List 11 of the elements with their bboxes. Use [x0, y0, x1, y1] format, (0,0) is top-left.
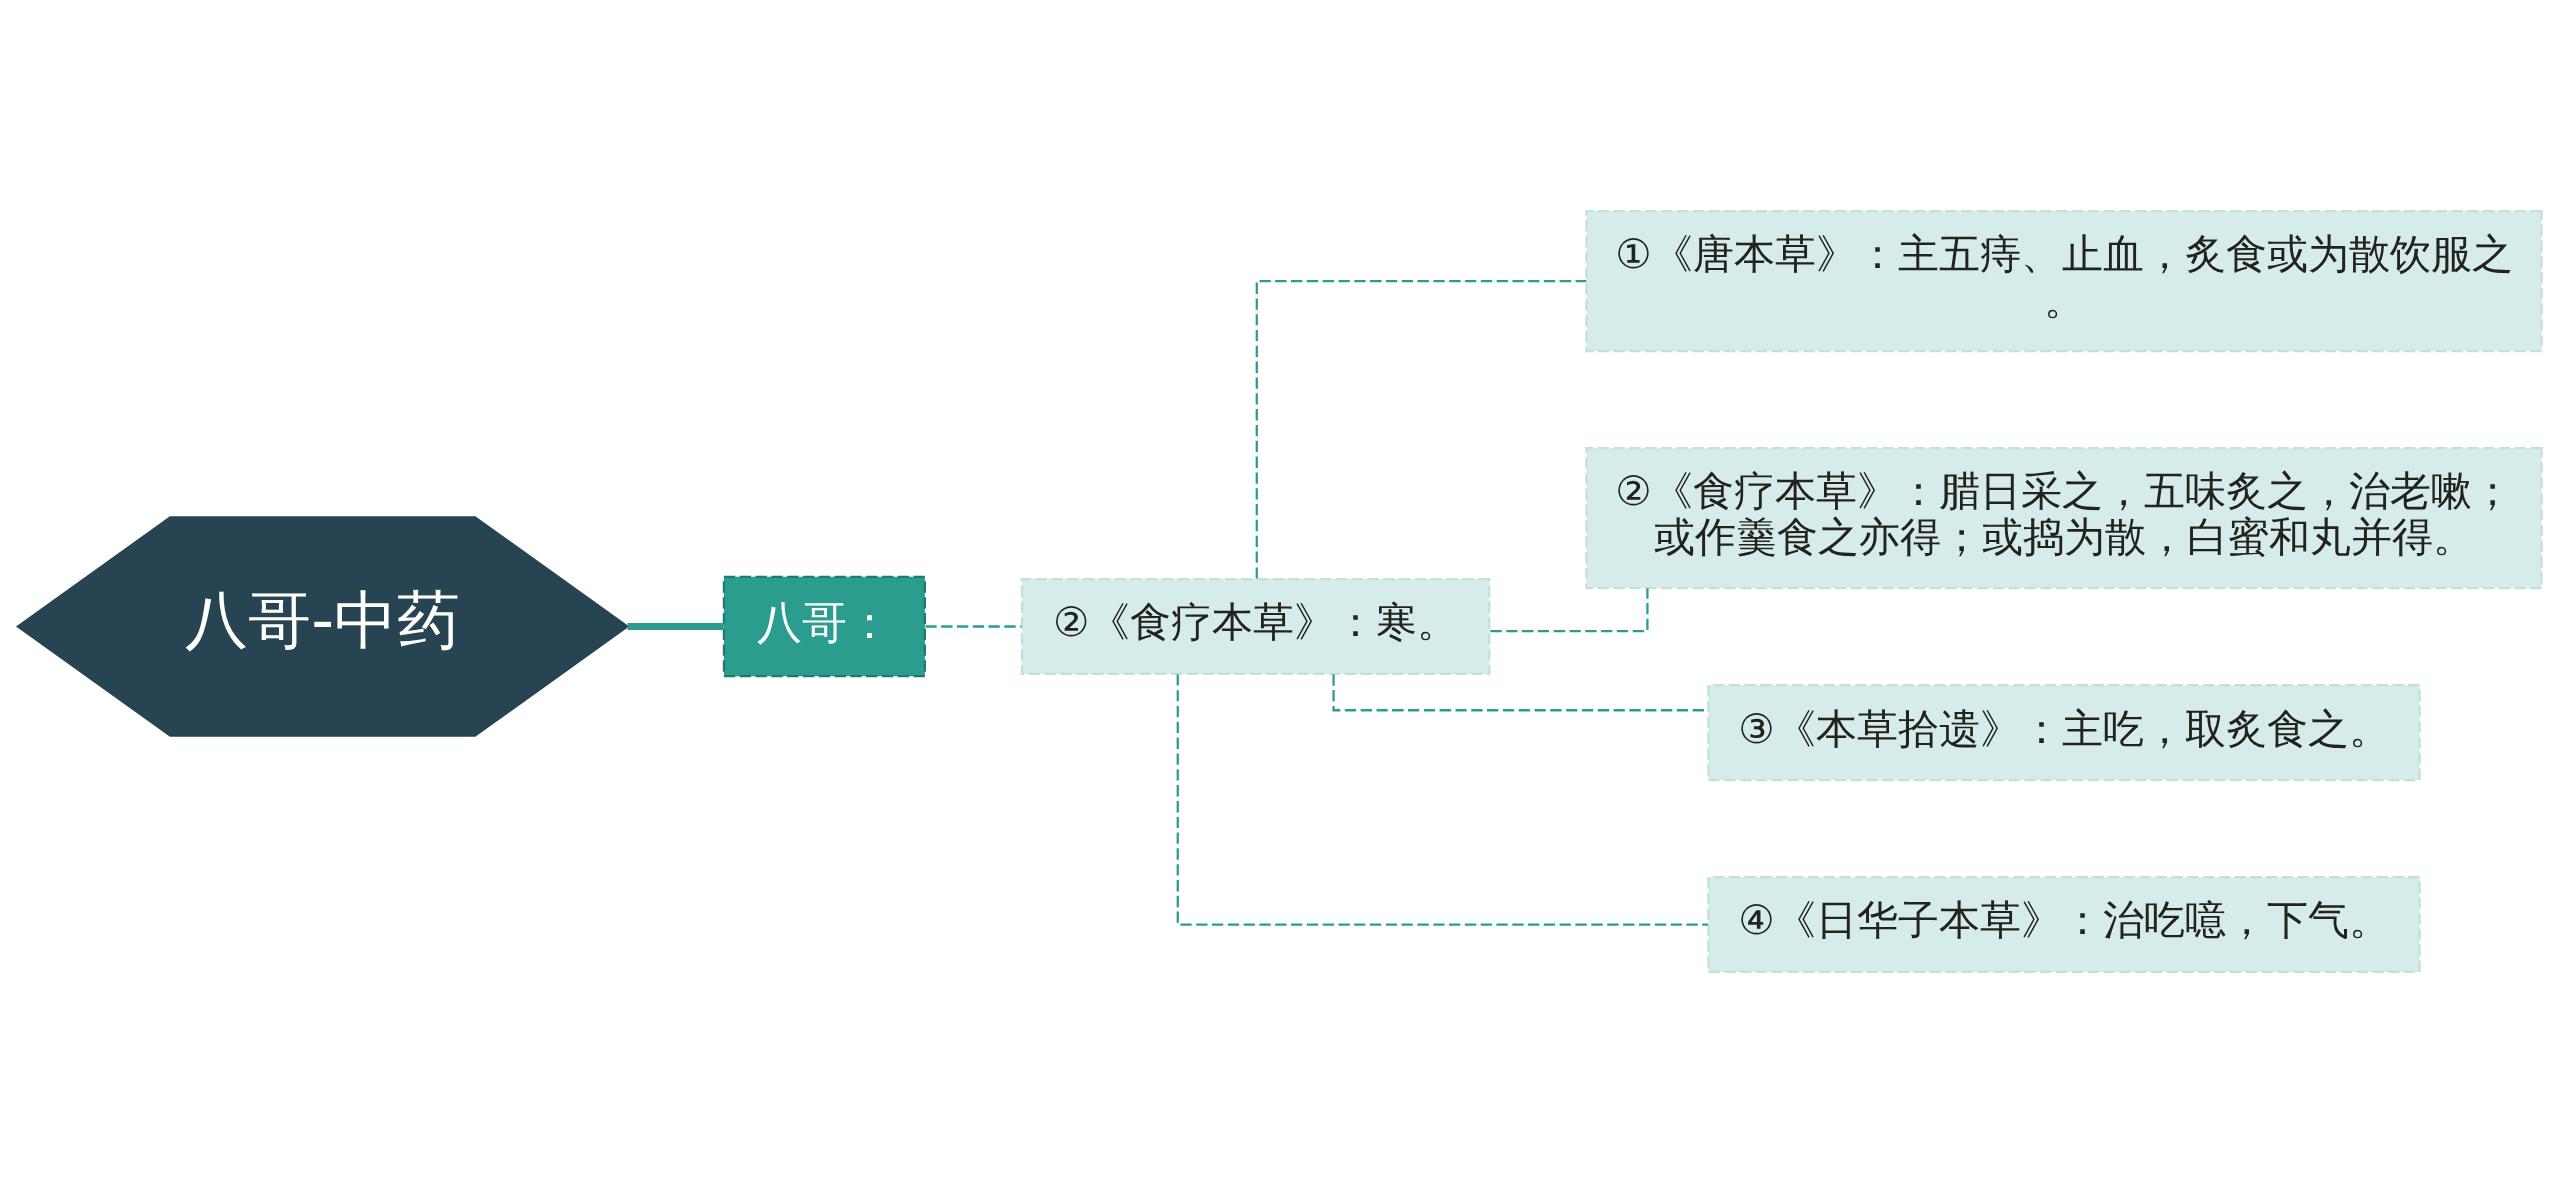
node-box: ②《食疗本草》：腊日采之，五味炙之，治老嗽；或作羹食之亦得；或捣为散，白蜜和丸并得。	[1585, 447, 2543, 590]
connector	[925, 625, 1022, 628]
node-box: ①《唐本草》：主五痔、止血，炙食或为散饮服之。	[1585, 209, 2543, 353]
connector	[1255, 279, 1587, 579]
node-box: 八哥：	[722, 575, 926, 678]
node-box: ②《食疗本草》：寒。	[1020, 577, 1491, 676]
connector	[1176, 674, 1708, 926]
node-box: ③《本草拾遗》：主吃，取炙食之。	[1707, 684, 2421, 782]
connector	[627, 623, 724, 630]
node-box: ④《日华子本草》：治吃噫，下气。	[1707, 876, 2421, 974]
connector	[1490, 588, 1649, 633]
